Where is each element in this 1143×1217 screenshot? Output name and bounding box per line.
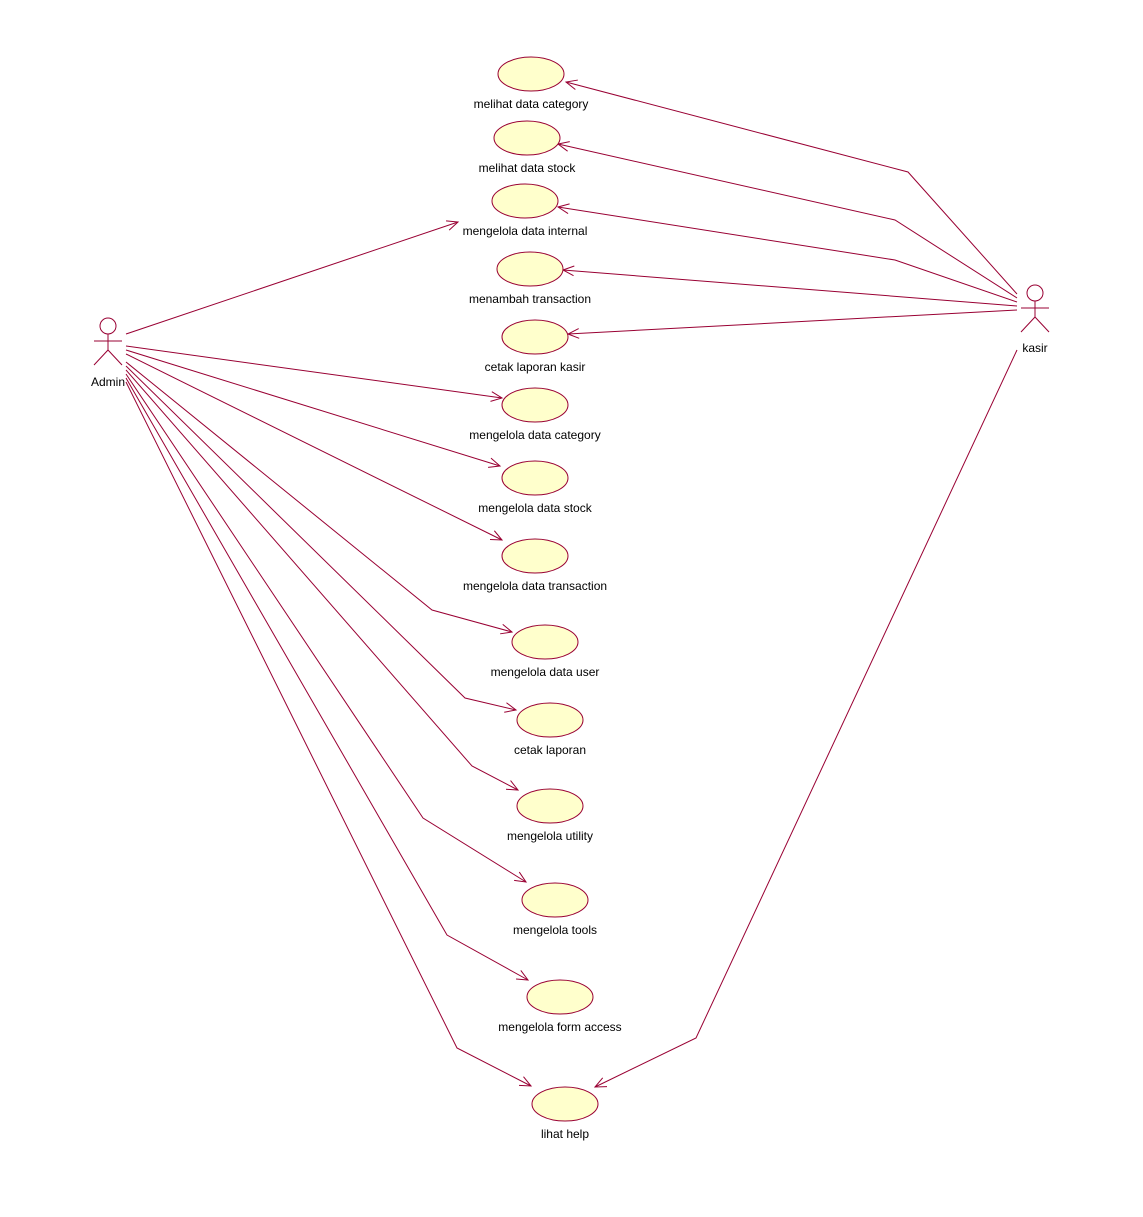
use-case-ellipse <box>496 251 564 287</box>
use-case-label: mengelola data category <box>469 428 600 442</box>
kasir-stick-figure-icon <box>1020 284 1050 333</box>
use-case-ellipse <box>516 702 584 738</box>
association-line <box>557 206 1018 303</box>
use-case-uc13: mengelola form access <box>498 979 622 1034</box>
use-case-label: mengelola form access <box>498 1020 621 1034</box>
use-case-label: mengelola data internal <box>463 224 588 238</box>
use-case-uc5: cetak laporan kasir <box>485 319 586 374</box>
use-case-uc2: melihat data stock <box>479 120 577 175</box>
use-case-label: menambah transaction <box>469 292 591 306</box>
association-line <box>557 143 1018 299</box>
association-line <box>125 221 459 335</box>
actor-kasir: kasir <box>1020 284 1050 355</box>
association-admin-uc6 <box>125 345 504 402</box>
actor-admin-label: Admin <box>91 375 125 389</box>
association-line <box>125 365 517 711</box>
association-line <box>125 345 503 399</box>
use-case-uc6: mengelola data category <box>469 387 601 442</box>
association-line <box>567 309 1018 335</box>
association-admin-uc14 <box>125 381 533 1087</box>
use-case-uc1: melihat data category <box>474 56 589 111</box>
arrowhead-icon <box>505 780 520 791</box>
arrowhead-icon <box>564 79 578 90</box>
use-cases-layer: melihat data category melihat data stock m… <box>463 56 622 1141</box>
use-case-ellipse <box>511 624 579 660</box>
use-case-ellipse <box>493 120 561 156</box>
use-case-ellipse <box>526 979 594 1015</box>
association-admin-uc13 <box>125 377 530 981</box>
association-line <box>594 349 1018 1088</box>
association-line <box>125 369 519 791</box>
use-case-ellipse <box>497 56 565 92</box>
use-case-uc12: mengelola tools <box>513 882 597 937</box>
association-admin-uc12 <box>125 373 528 883</box>
association-kasir-uc4 <box>561 265 1018 307</box>
use-case-label: mengelola data stock <box>478 501 592 515</box>
use-case-label: mengelola data user <box>491 665 600 679</box>
association-kasir-uc3 <box>556 203 1018 303</box>
use-case-uc4: menambah transaction <box>469 251 591 306</box>
use-case-uc14: lihat help <box>531 1086 599 1141</box>
arrowhead-icon <box>593 1077 608 1088</box>
association-line <box>125 361 513 633</box>
association-admin-uc7 <box>125 349 502 468</box>
use-case-label: lihat help <box>541 1127 589 1141</box>
use-case-ellipse <box>491 183 559 219</box>
actor-kasir-label: kasir <box>1022 341 1047 355</box>
association-line <box>125 381 532 1087</box>
use-case-uc9: mengelola data user <box>491 624 600 679</box>
association-admin-uc3 <box>125 220 460 335</box>
use-case-ellipse <box>521 882 589 918</box>
use-case-label: cetak laporan kasir <box>485 360 586 374</box>
use-case-ellipse <box>501 460 569 496</box>
association-admin-uc10 <box>125 365 518 713</box>
arrowhead-icon <box>446 220 460 231</box>
use-case-uc11: mengelola utility <box>507 788 593 843</box>
use-case-label: mengelola tools <box>513 923 597 937</box>
association-kasir-uc1 <box>564 79 1018 295</box>
arrowhead-icon <box>518 1076 533 1087</box>
arrowhead-icon <box>489 530 504 541</box>
use-case-label: mengelola data transaction <box>463 579 607 593</box>
use-case-ellipse <box>501 319 569 355</box>
use-case-ellipse <box>501 387 569 423</box>
arrowhead-icon <box>504 702 518 713</box>
use-case-ellipse <box>531 1086 599 1122</box>
association-line <box>565 81 1018 295</box>
use-case-label: cetak laporan <box>514 743 586 757</box>
use-case-ellipse <box>501 538 569 574</box>
association-line <box>125 373 527 883</box>
arrowhead-icon <box>516 970 530 981</box>
use-case-uc7: mengelola data stock <box>478 460 593 515</box>
arrowhead-icon <box>556 203 570 214</box>
use-case-label: mengelola utility <box>507 829 593 843</box>
association-admin-uc11 <box>125 369 520 791</box>
association-admin-uc9 <box>125 361 514 635</box>
use-case-label: melihat data stock <box>479 161 577 175</box>
association-admin-uc8 <box>125 353 504 541</box>
association-kasir-uc2 <box>556 141 1018 299</box>
association-kasir-uc5 <box>566 309 1018 339</box>
use-case-uc8: mengelola data transaction <box>463 538 607 593</box>
admin-stick-figure-icon <box>93 317 123 366</box>
use-case-label: melihat data category <box>474 97 589 111</box>
use-case-uc10: cetak laporan <box>514 702 586 757</box>
arrowhead-icon <box>490 391 504 402</box>
use-case-uc3: mengelola data internal <box>463 183 588 238</box>
arrowhead-icon <box>514 871 528 883</box>
association-line <box>125 349 501 467</box>
use-case-ellipse <box>516 788 584 824</box>
actor-admin: Admin <box>91 317 125 389</box>
arrowhead-icon <box>500 623 514 635</box>
association-kasir-uc14 <box>593 349 1018 1088</box>
association-line <box>562 269 1018 307</box>
associations-layer <box>125 79 1018 1088</box>
arrowhead-icon <box>488 457 502 468</box>
association-line <box>125 377 529 981</box>
association-line <box>125 353 503 541</box>
